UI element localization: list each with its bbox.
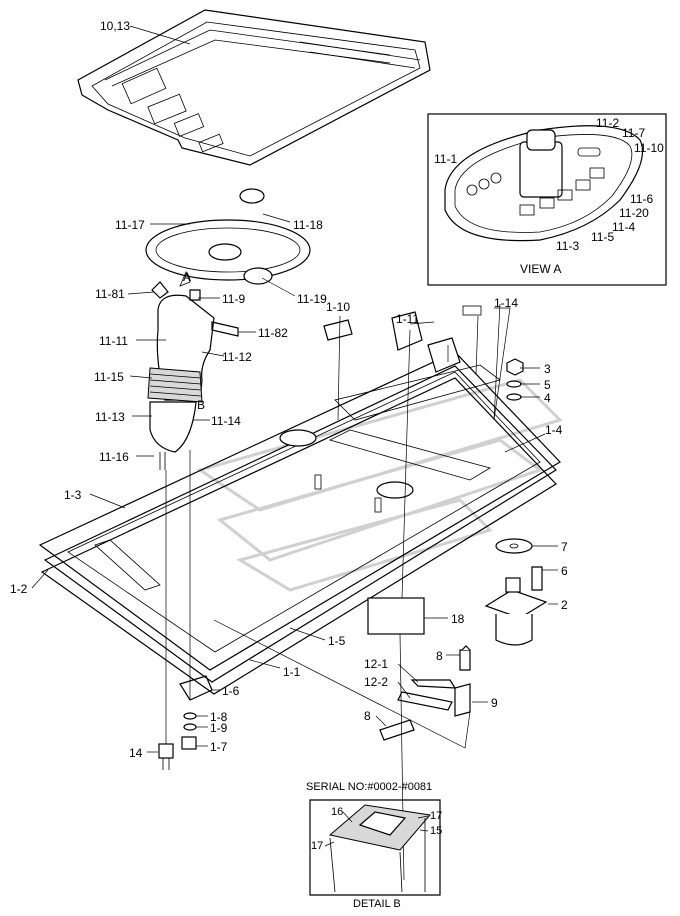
callout-1-1: 1-1 [283, 665, 301, 679]
callout-11-6: 11-6 [630, 192, 653, 206]
callout-11-14: 11-14 [211, 414, 241, 428]
callout-11-1: 11-1 [434, 152, 457, 166]
callout-17-right: 17 [430, 810, 442, 822]
callout-1-10: 1-10 [326, 300, 350, 314]
callout-14: 14 [129, 746, 143, 760]
callout-18: 18 [451, 612, 465, 626]
callout-1-3: 1-3 [64, 488, 82, 502]
callout-11-2: 11-2 [596, 116, 619, 130]
callout-16: 16 [331, 806, 343, 818]
callout-1-4: 1-4 [545, 423, 563, 437]
callout-1-8: 1-8 [210, 710, 228, 724]
callout-1-11: 1-11 [396, 312, 419, 326]
callout-1-14: 1-14 [494, 296, 518, 310]
callout-11-13: 11-13 [95, 410, 125, 424]
detail-b-title: DETAIL B [353, 898, 401, 910]
callout-11-18: 11-18 [293, 218, 323, 232]
callout-b: B [197, 398, 205, 412]
callout-11-19: 11-19 [297, 292, 327, 306]
callout-3: 3 [544, 362, 551, 376]
detail-b-panel: SERIAL NO:#0002-#0081 DETAIL B [306, 781, 441, 910]
callout-labels: 10,13 11-2 11-7 11-10 11-1 11-6 11-20 11… [10, 19, 664, 852]
callout-11-11: 11-11 [99, 334, 128, 348]
callout-11-81: 11-81 [95, 287, 125, 301]
callout-9: 9 [491, 696, 498, 710]
callout-11-20: 11-20 [619, 206, 649, 220]
base-frame [38, 351, 561, 695]
callout-6: 6 [561, 564, 568, 578]
callout-11-9: 11-9 [222, 292, 245, 306]
callout-11-82: 11-82 [258, 326, 288, 340]
callout-11-3: 11-3 [556, 239, 579, 253]
callout-15: 15 [430, 825, 442, 837]
callout-11-7: 11-7 [622, 126, 645, 140]
hardware-left [158, 675, 213, 770]
callout-17-left: 17 [311, 840, 323, 852]
callout-11-5: 11-5 [591, 230, 614, 244]
detail-b-serial: SERIAL NO:#0002-#0081 [306, 781, 432, 793]
callout-5: 5 [544, 378, 551, 392]
leader-lines [31, 25, 558, 881]
view-a-title: VIEW A [520, 262, 561, 276]
callout-1-9: 1-9 [210, 721, 228, 735]
callout-11-17: 11-17 [115, 218, 145, 232]
callout-10-13: 10,13 [100, 19, 130, 33]
callout-8-lower: 8 [364, 709, 371, 723]
callout-a: A [183, 270, 191, 284]
callout-1-5: 1-5 [328, 634, 346, 648]
floor-mat [77, 9, 431, 166]
hardware-right [323, 305, 548, 741]
watermark-logo [196, 378, 563, 592]
callout-4: 4 [544, 391, 551, 405]
callout-12-1: 12-1 [364, 657, 388, 671]
callout-11-4: 11-4 [612, 220, 635, 234]
callout-7: 7 [561, 540, 568, 554]
callout-8-upper: 8 [436, 649, 443, 663]
steering-column [147, 270, 239, 470]
callout-11-12: 11-12 [222, 350, 252, 364]
callout-12-2: 12-2 [364, 675, 388, 689]
callout-11-10: 11-10 [634, 141, 664, 155]
callout-1-7: 1-7 [210, 740, 228, 754]
callout-11-16: 11-16 [99, 450, 129, 464]
view-a-panel: VIEW A [427, 113, 667, 286]
callout-11-15: 11-15 [94, 370, 124, 384]
callout-1-2: 1-2 [10, 582, 28, 596]
callout-2: 2 [561, 598, 568, 612]
callout-1-6: 1-6 [222, 684, 240, 698]
steering-wheel [145, 188, 311, 285]
